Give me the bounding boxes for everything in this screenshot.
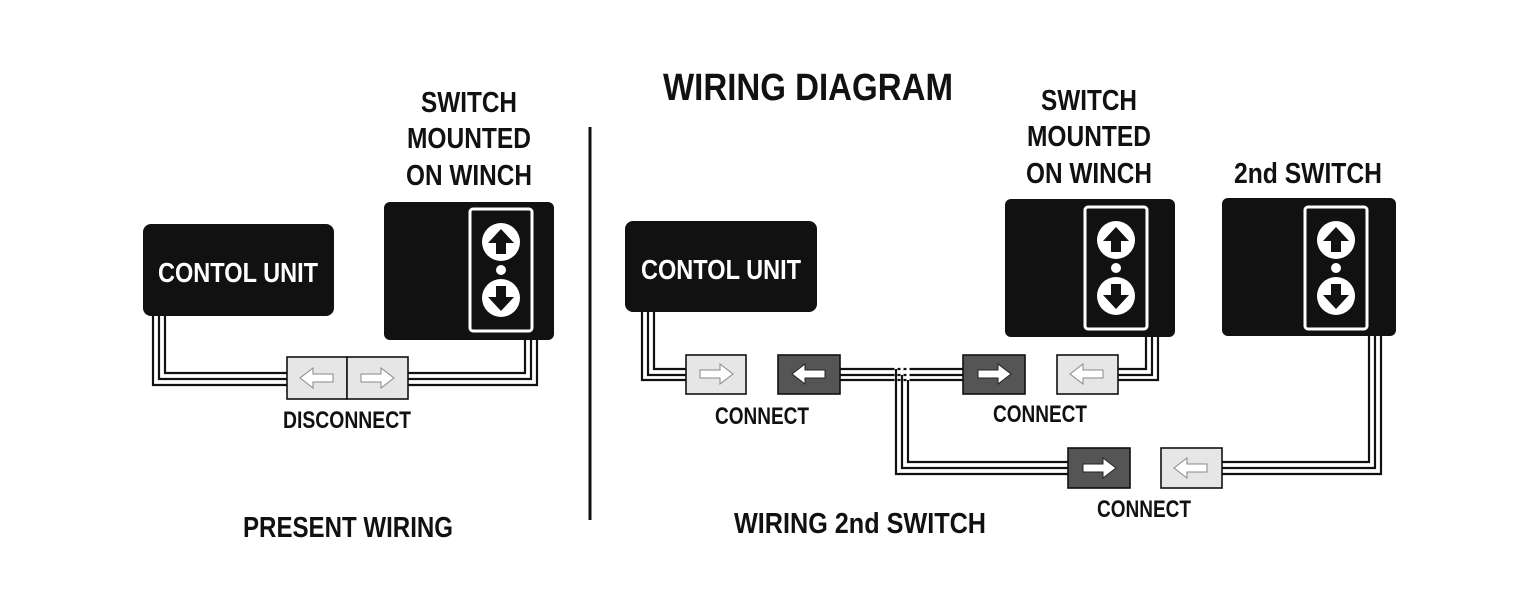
- right-switch-label-line-1: SWITCH: [1041, 85, 1137, 117]
- left-wire-harness: [151, 315, 539, 387]
- left-switch-label-line-2: MOUNTED: [407, 123, 531, 155]
- right-wire-harness: [640, 311, 1383, 476]
- right-panel: CONTOL UNIT SWITCH MOUNTED ON WINCH 2nd …: [625, 85, 1396, 540]
- right-control-unit-label: CONTOL UNIT: [641, 254, 801, 285]
- right-switch-label-line-2: MOUNTED: [1027, 121, 1151, 153]
- left-control-unit-label: CONTOL UNIT: [158, 257, 318, 288]
- left-switch-label-line-3: ON WINCH: [406, 160, 532, 192]
- right-control-unit: [625, 221, 817, 312]
- left-connector-label: DISCONNECT: [283, 407, 411, 434]
- diagram-title: WIRING DIAGRAM: [663, 67, 953, 109]
- left-panel-caption: PRESENT WIRING: [243, 512, 453, 544]
- second-switch-label: 2nd SWITCH: [1234, 158, 1382, 190]
- left-switch-label-line-1: SWITCH: [421, 87, 517, 119]
- right-switch-label-line-3: ON WINCH: [1026, 158, 1152, 190]
- right-panel-caption: WIRING 2nd SWITCH: [734, 508, 986, 540]
- right-switch-rocker-icon: [1083, 205, 1149, 331]
- connector-label-1: CONNECT: [715, 403, 809, 430]
- left-panel: CONTOL UNIT SWITCH MOUNTED ON WINCH DISC…: [143, 87, 554, 544]
- left-control-unit: [143, 224, 334, 316]
- connector-label-2: CONNECT: [993, 401, 1087, 428]
- connector-label-3: CONNECT: [1097, 496, 1191, 523]
- second-switch-rocker-icon: [1303, 205, 1369, 331]
- left-switch-rocker-icon: [468, 207, 534, 333]
